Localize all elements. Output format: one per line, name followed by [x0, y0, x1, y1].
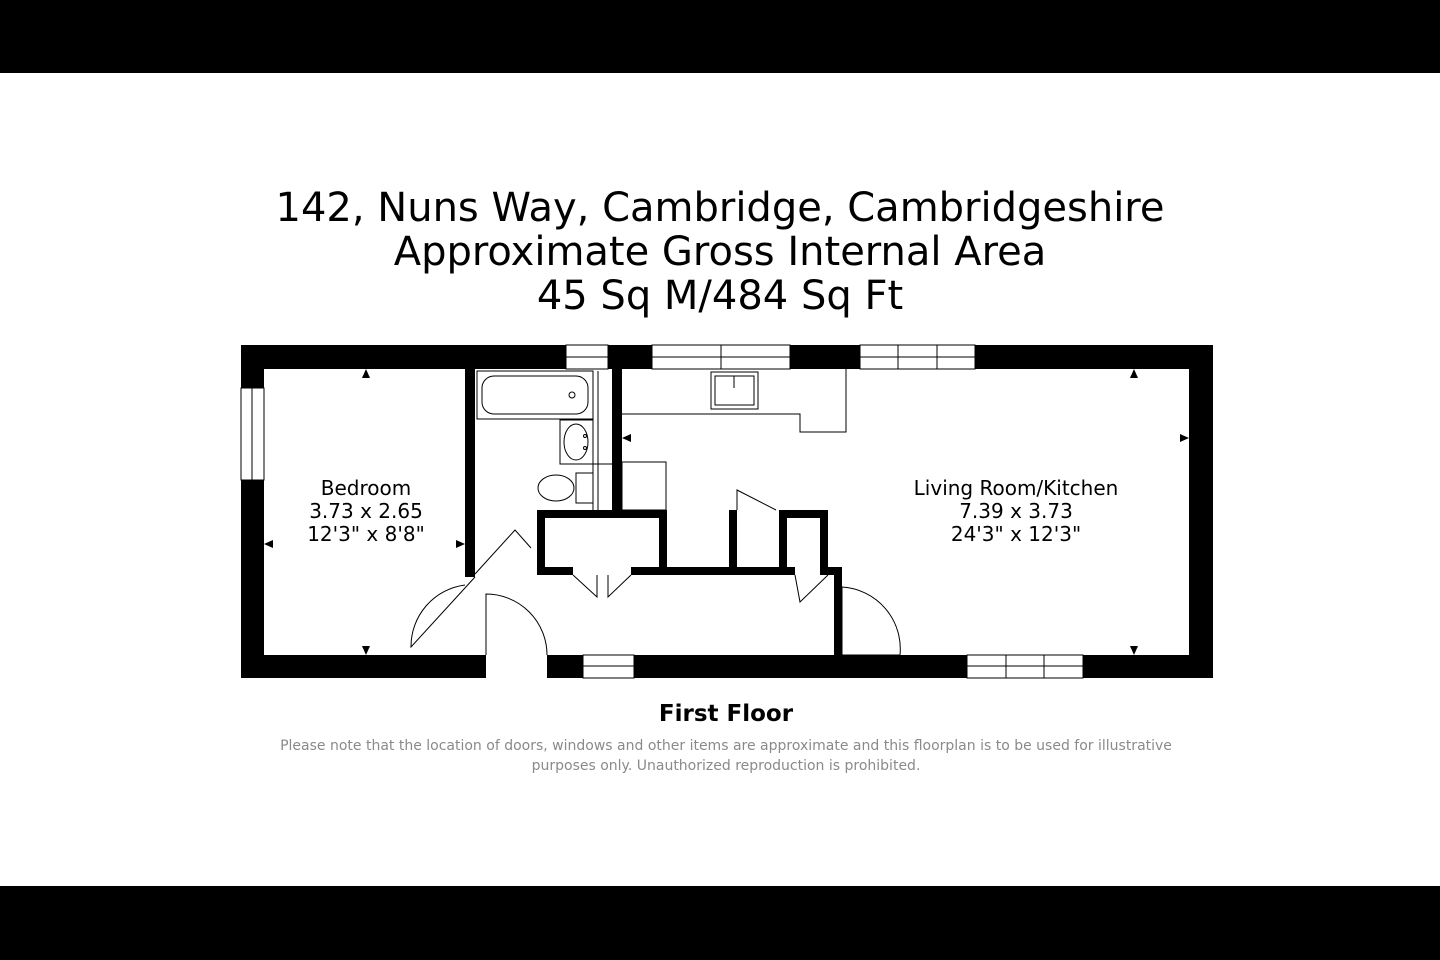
bedroom-metric: 3.73 x 2.65	[309, 499, 423, 523]
floorplan-title: 142, Nuns Way, Cambridge, Cambridgeshire…	[0, 186, 1440, 318]
doors	[410, 489, 901, 656]
interior-walls	[465, 369, 842, 655]
living-room-kitchen-label: Living Room/Kitchen 7.39 x 3.73 24'3" x …	[896, 477, 1136, 546]
top-letterbox-bar	[0, 0, 1440, 73]
area-value-line: 45 Sq M/484 Sq Ft	[536, 273, 904, 319]
living-room-imperial: 24'3" x 12'3"	[950, 522, 1082, 546]
address-line: 142, Nuns Way, Cambridge, Cambridgeshire	[275, 185, 1165, 231]
dimension-arrows	[264, 369, 1189, 655]
fixtures	[476, 369, 847, 511]
bedroom-name: Bedroom	[320, 476, 412, 500]
floor-name: First Floor	[658, 701, 794, 727]
outer-walls	[241, 345, 1213, 678]
bottom-letterbox-bar	[0, 886, 1440, 960]
bedroom-imperial: 12'3" x 8'8"	[307, 522, 425, 546]
living-room-metric: 7.39 x 3.73	[959, 499, 1073, 523]
windows	[240, 344, 1084, 679]
bedroom-label: Bedroom 3.73 x 2.65 12'3" x 8'8"	[296, 477, 436, 546]
disclaimer-text: Please note that the location of doors, …	[280, 738, 1172, 774]
living-room-name: Living Room/Kitchen	[913, 476, 1119, 500]
area-label-line: Approximate Gross Internal Area	[393, 229, 1047, 275]
